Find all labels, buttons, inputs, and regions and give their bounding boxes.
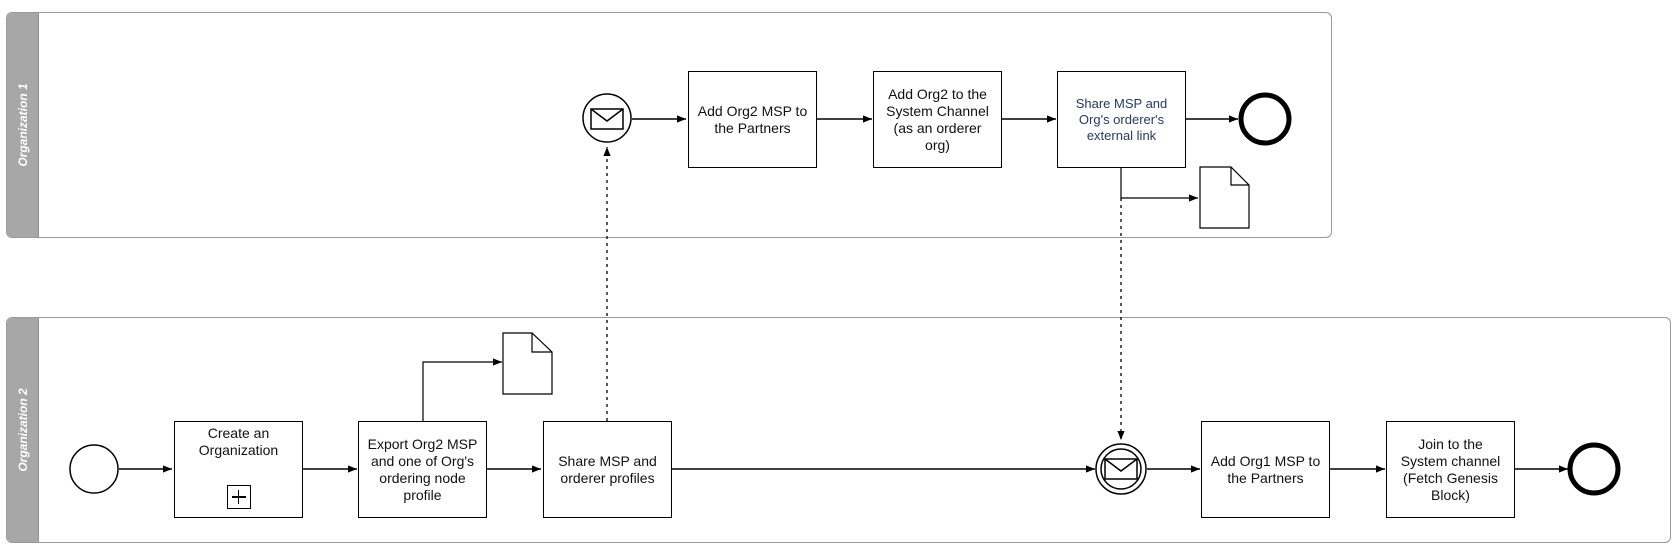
association-share-link-to-data <box>1120 168 1198 202</box>
task-share-msp-external-link[interactable]: Share MSP and Org's orderer's external l… <box>1057 71 1186 168</box>
task-label-share-msp-orderer-profiles: Share MSP and orderer profiles <box>558 452 657 486</box>
envelope-icon <box>590 108 624 130</box>
task-label-add-org2-msp: Add Org2 MSP to the Partners <box>697 102 808 136</box>
message-start-event-org1 <box>582 93 632 143</box>
start-event-org2 <box>69 444 119 494</box>
end-event-org1 <box>1238 92 1292 146</box>
association-export-to-data <box>422 358 502 421</box>
pool-header-organization-1: Organization 1 <box>7 13 39 237</box>
data-object-org1 <box>1199 166 1250 229</box>
subprocess-expand-icon[interactable] <box>226 485 251 509</box>
task-label-join-system-channel: Join to the System channel (Fetch Genesi… <box>1400 435 1501 503</box>
envelope-icon <box>1104 458 1138 480</box>
message-intermediate-event-org2 <box>1095 443 1147 495</box>
task-join-system-channel[interactable]: Join to the System channel (Fetch Genesi… <box>1386 421 1515 518</box>
task-label-create-organization: Create an Organization <box>198 425 279 458</box>
task-label-add-org1-msp: Add Org1 MSP to the Partners <box>1210 452 1321 486</box>
task-add-org1-msp[interactable]: Add Org1 MSP to the Partners <box>1201 421 1330 518</box>
task-label-share-msp-external-link: Share MSP and Org's orderer's external l… <box>1075 95 1168 143</box>
task-label-export-org2-msp: Export Org2 MSP and one of Org's orderin… <box>367 435 478 503</box>
data-object-org2 <box>502 332 553 395</box>
pool-header-organization-2: Organization 2 <box>7 318 39 542</box>
end-event-org2 <box>1567 442 1621 496</box>
task-export-org2-msp[interactable]: Export Org2 MSP and one of Org's orderin… <box>358 421 487 518</box>
task-add-org2-msp[interactable]: Add Org2 MSP to the Partners <box>688 71 817 168</box>
task-label-add-org2-system-channel: Add Org2 to the System Channel (as an or… <box>886 85 989 153</box>
task-create-organization[interactable]: Create an Organization <box>174 421 303 518</box>
task-add-org2-system-channel[interactable]: Add Org2 to the System Channel (as an or… <box>873 71 1002 168</box>
task-share-msp-orderer-profiles[interactable]: Share MSP and orderer profiles <box>543 421 672 518</box>
